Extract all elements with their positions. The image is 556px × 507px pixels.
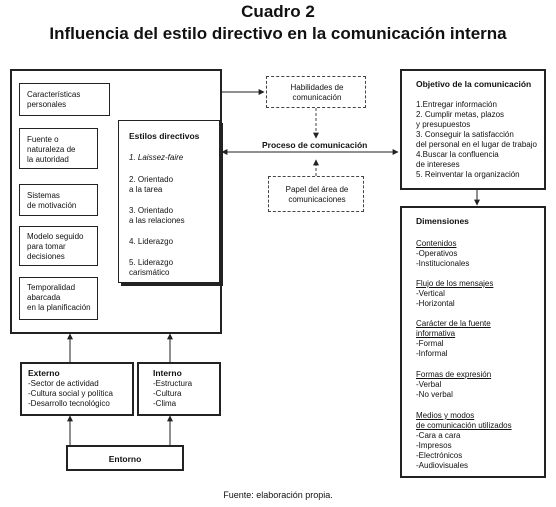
estilos-directivos-box: Estilos directivos 1. Laissez-faire 2. O… [118,120,220,283]
factor-box-4: Modelo seguido para tomar decisiones [19,226,98,266]
externo-title: Externo [28,368,60,378]
externo-box: Externo -Sector de actividad -Cultura so… [20,362,134,416]
dim-group-1-item-2: -Institucionales [416,259,470,268]
factor-2-line-1: Fuente o [27,135,59,144]
factor-4-line-3: decisiones [27,252,65,261]
dim-group-5-item-1: -Cara a cara [416,431,461,440]
entorno-label: Entorno [108,454,142,464]
factor-2-line-3: la autoridad [27,155,69,164]
dim-group-5-heading-2: de comunicación utilizados [416,421,512,430]
dim-group-3-heading-2: informativa [416,329,456,338]
objetivo-line-8: 5. Reinventar la organización [416,170,520,179]
source-footer: Fuente: elaboración propia. [223,490,333,500]
factor-box-3: Sistemas de motivación [19,184,98,216]
dim-group-5-item-3: -Electrónicos [416,451,463,460]
entorno-box: Entorno [66,445,184,471]
objetivo-line-3: y presupuestos [416,120,471,129]
factor-1-line-1: Características [27,90,81,99]
dim-group-1-item-1: -Operativos [416,249,458,258]
dim-group-5-heading-1: Medios y modos [416,411,475,420]
interno-box: Interno -Estructura -Cultura -Clima [137,362,221,416]
estilo-3-line-1: 3. Orientado [129,206,174,215]
factor-box-5: Temporalidad abarcada en la planificació… [19,277,98,320]
interno-title: Interno [153,368,182,378]
factor-3-line-2: de motivación [27,201,77,210]
factor-2-line-2: naturaleza de [27,145,76,154]
dim-group-2-item-1: -Vertical [416,289,445,298]
objetivo-box: Objetivo de la comunicación 1.Entregar i… [400,69,546,190]
dim-group-2-heading: Flujo de los mensajes [416,279,494,288]
habilidades-line-2: comunicación [292,93,342,102]
estilo-2-line-1: 2. Orientado [129,175,174,184]
dim-group-3-item-2: -Informal [416,349,448,358]
factor-4-line-2: para tomar [27,242,66,251]
dim-group-2-item-2: -Horizontal [416,299,455,308]
dim-group-5-item-4: -Audiovisuales [416,461,469,470]
factor-4-line-1: Modelo seguido [27,232,84,241]
objetivo-line-2: 2. Cumplir metas, plazos [416,110,505,119]
dim-group-1-heading: Contenidos [416,239,457,248]
papel-box: Papel del área de comunicaciones [268,176,364,212]
dim-group-5-item-2: -Impresos [416,441,452,450]
factor-5-line-3: en la planificación [27,303,91,312]
objetivo-line-5: del personal en el lugar de trabajo [416,140,537,149]
objetivo-line-1: 1.Entregar información [416,100,497,109]
estilo-2-line-2: a la tarea [129,185,163,194]
estilo-4: 4. Liderazgo [129,237,174,246]
estilos-title: Estilos directivos [129,131,200,141]
objetivo-line-7: de intereses [416,160,460,169]
dimensiones-box: Dimensiones Contenidos -Operativos -Inst… [400,206,546,478]
estilo-5-line-1: 5. Liderazgo [129,258,174,267]
factor-box-1: Características personales [19,83,110,116]
dim-group-4-heading: Formas de expresión [416,370,492,379]
estilo-5-line-2: carismático [129,268,170,277]
externo-item-2: -Cultura social y política [28,389,113,398]
interno-item-3: -Clima [153,399,177,408]
papel-line-1: Papel del área de [285,185,349,194]
dim-group-4-item-1: -Verbal [416,380,442,389]
factor-5-line-1: Temporalidad [27,283,76,292]
papel-line-2: comunicaciones [288,195,346,204]
interno-item-1: -Estructura [153,379,193,388]
estilo-1: 1. Laissez-faire [129,153,184,162]
dim-group-4-item-2: -No verbal [416,390,453,399]
factor-5-line-2: abarcada [27,293,61,302]
diagram-title-line1: Cuadro 2 [241,2,315,21]
factor-1-line-2: personales [27,100,67,109]
objetivo-line-4: 3. Conseguir la satisfacción [416,130,514,139]
estilo-3-line-2: a las relaciones [129,216,185,225]
proceso-label: Proceso de comunicación [262,140,368,150]
externo-item-1: -Sector de actividad [28,379,99,388]
habilidades-line-1: Habilidades de [290,83,344,92]
objetivo-title: Objetivo de la comunicación [416,79,532,89]
diagram-title-line2: Influencia del estilo directivo en la co… [49,24,507,43]
interno-item-2: -Cultura [153,389,182,398]
factor-3-line-1: Sistemas [27,191,60,200]
dim-group-3-heading-1: Carácter de la fuente [416,319,491,328]
factor-box-2: Fuente o naturaleza de la autoridad [19,128,98,169]
dim-group-3-item-1: -Formal [416,339,444,348]
dimensiones-title: Dimensiones [416,216,469,226]
objetivo-line-6: 4.Buscar la confluencia [416,150,499,159]
externo-item-3: -Desarrollo tecnológico [28,399,110,408]
habilidades-box: Habilidades de comunicación [266,76,366,108]
